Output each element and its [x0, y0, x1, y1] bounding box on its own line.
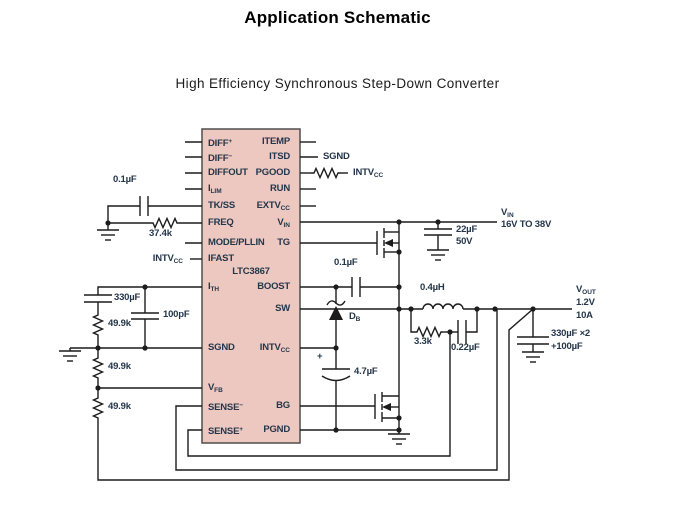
pin-label-bg: BG	[276, 400, 290, 411]
dcr-sense-resistor-symbol	[410, 309, 450, 339]
ith-comp-resistor-symbol	[91, 312, 105, 348]
pin-label-sense-minus: SENSE−	[208, 402, 244, 413]
boost-cap-symbol	[300, 277, 399, 297]
intvcc-cap-polarity-label: +	[317, 351, 323, 362]
pin-label-tk-ss: TK/SS	[208, 200, 235, 211]
pin-label-vin: VIN	[277, 217, 290, 229]
freq-resistor-symbol	[108, 216, 202, 230]
pin-label-extvcc: EXTVCC	[256, 200, 290, 212]
pin-stubs	[185, 141, 318, 244]
pin-label-itemp: ITEMP	[261, 136, 290, 147]
pin-label-sgnd: SGND	[208, 342, 235, 353]
fb-bottom-resistor-label: 49.9k	[108, 401, 131, 412]
pin-label-diff-plus: DIFF+	[208, 138, 233, 149]
pin-label-diffout: DIFFOUT	[208, 167, 248, 178]
soft-start-cap-label: 0.1µF	[113, 174, 137, 185]
page-subtitle: High Efficiency Synchronous Step-Down Co…	[175, 76, 500, 91]
page-title: Application Schematic	[244, 8, 431, 27]
vin-cap-rating-label: 50V	[456, 236, 473, 247]
boost-diode-label: DB	[349, 311, 361, 323]
ifast-net-label: INTVCC	[152, 253, 183, 265]
boost-diode-symbol	[326, 287, 346, 348]
output-caps-label-line1: 330µF ×2	[551, 328, 590, 339]
fb-top-resistor-label: 49.9k	[108, 361, 131, 372]
pin-label-tg: TG	[277, 237, 290, 248]
sgnd-line	[59, 347, 202, 362]
dcr-sense-resistor-label: 3.3k	[414, 336, 432, 347]
inductor-label: 0.4µH	[420, 282, 445, 293]
itsd-net-label: SGND	[323, 151, 350, 162]
pin-label-pgnd: PGND	[263, 424, 290, 435]
pin-label-intvcc: INTVCC	[259, 342, 290, 354]
vout-voltage-label: 1.2V	[576, 297, 595, 308]
sense-minus-wire	[175, 309, 498, 471]
junction-dots	[95, 219, 536, 433]
vin-range-label: 16V TO 38V	[501, 219, 552, 230]
pgood-net-label: INTVCC	[353, 167, 384, 179]
ith-resistor-label: 49.9k	[108, 318, 131, 329]
ic-part-number: LTC3867	[232, 266, 270, 277]
boost-cap-label: 0.1µF	[334, 257, 358, 268]
pin-label-freq: FREQ	[208, 217, 234, 228]
vin-rail-label: VIN	[501, 207, 514, 219]
ith-cap-label: 330µF	[114, 292, 141, 303]
ic-outline	[201, 128, 301, 444]
freq-resistor-label: 37.4k	[149, 228, 172, 239]
pin-label-itsd: ITSD	[269, 151, 290, 162]
output-caps-label-line2: +100µF	[551, 341, 583, 352]
soft-start-cap-symbol	[107, 196, 202, 223]
pin-label-sense-plus: SENSE+	[208, 426, 244, 437]
inductor-symbol	[422, 303, 464, 310]
dcr-sense-cap-symbol	[450, 309, 478, 344]
ith-comp-cap-symbol	[84, 286, 202, 312]
vin-cap-label: 22µF	[456, 224, 478, 235]
pin-label-mode-pllin: MODE/PLLIN	[208, 237, 265, 248]
intvcc-cap-symbol	[321, 348, 351, 430]
dcr-sense-cap-label: 0.22µF	[451, 342, 480, 353]
pin-label-ilim: ILIM	[208, 183, 222, 195]
pgood-resistor-symbol	[300, 166, 348, 180]
pin-label-vfb: VFB	[208, 382, 223, 394]
pin-label-diff-minus: DIFF−	[208, 153, 233, 164]
ith-filter-cap-label: 100pF	[163, 309, 190, 320]
output-caps-symbol	[517, 309, 549, 363]
intvcc-cap-label: 4.7µF	[354, 366, 378, 377]
vin-cap-symbol	[424, 222, 452, 261]
fb-divider-bottom-resistor-symbol	[91, 308, 534, 481]
pin-label-run: RUN	[270, 183, 290, 194]
sense-plus-wire	[187, 332, 451, 457]
vout-current-label: 10A	[576, 310, 593, 321]
pin-label-ith: ITH	[208, 281, 220, 293]
top-mosfet-symbol	[300, 222, 400, 309]
pin-label-sw: SW	[275, 303, 290, 314]
ith-filter-cap-symbol	[131, 287, 159, 348]
pin-label-boost: BOOST	[257, 281, 290, 292]
pin-label-pgood: PGOOD	[255, 167, 291, 178]
pin-label-ifast: IFAST	[208, 253, 234, 264]
vout-rail-label: VOUT	[576, 284, 596, 296]
